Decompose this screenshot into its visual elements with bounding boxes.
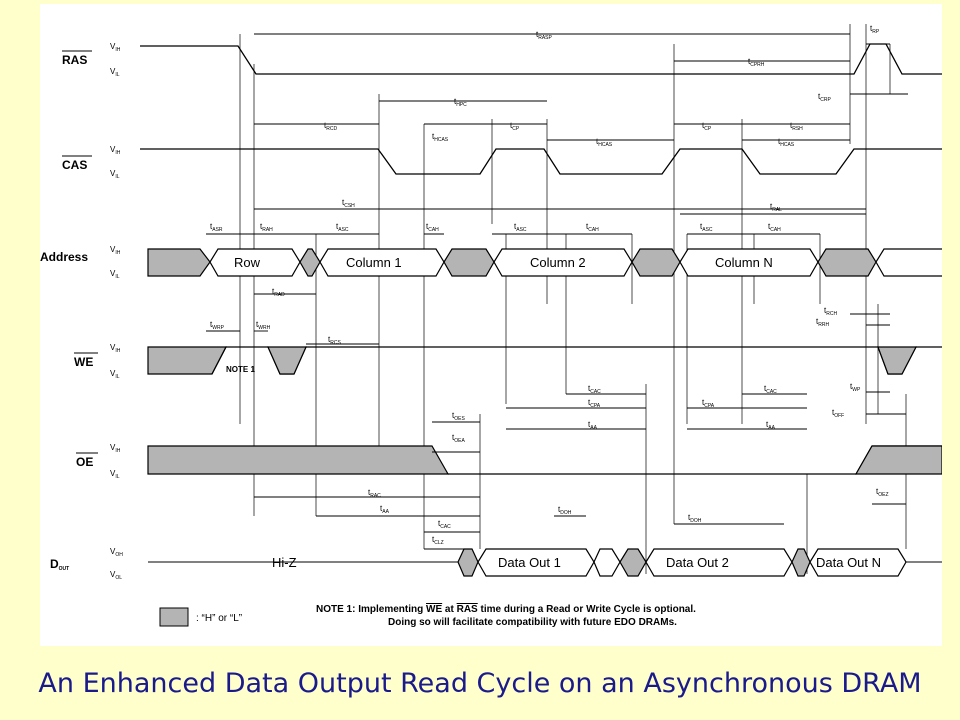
svg-text:tHCAS: tHCAS: [778, 137, 795, 148]
svg-text:tASC: tASC: [700, 222, 713, 233]
svg-text:VIL: VIL: [110, 169, 120, 180]
svg-text:tCPA: tCPA: [702, 398, 715, 409]
svg-text:tRCD: tRCD: [324, 121, 337, 132]
svg-text:VOL: VOL: [110, 570, 122, 581]
svg-text:tRCS: tRCS: [328, 335, 341, 346]
we-label: WE: [74, 355, 93, 369]
dataout2-label: Data Out 2: [666, 555, 729, 570]
svg-text:tRCH: tRCH: [824, 306, 837, 317]
svg-text:tHCAS: tHCAS: [432, 132, 449, 143]
reference-lines: [239, 24, 907, 574]
svg-text:VIH: VIH: [110, 343, 121, 354]
svg-text:tRSH: tRSH: [790, 121, 803, 132]
svg-text:tCSH: tCSH: [342, 198, 355, 209]
svg-text:tCAH: tCAH: [426, 222, 439, 233]
svg-text:tDOH: tDOH: [688, 513, 702, 524]
svg-text:tRAC: tRAC: [368, 488, 381, 499]
svg-text:tOFF: tOFF: [832, 408, 844, 419]
svg-text:tAA: tAA: [380, 504, 390, 515]
svg-text:VIL: VIL: [110, 369, 120, 380]
timing-diagram-panel: RAS CAS Address WE OE DOUT VIH VIL VIH V…: [40, 4, 942, 646]
svg-text:tAA: tAA: [588, 420, 598, 431]
note-line-1: NOTE 1: Implementing WE at RAS time duri…: [316, 604, 696, 615]
svg-text:tOES: tOES: [452, 411, 465, 422]
cas-waveform: [140, 148, 942, 175]
svg-text:tCAH: tCAH: [586, 222, 599, 233]
dataoutN-label: Data Out N: [816, 555, 881, 570]
svg-text:tHCAS: tHCAS: [596, 137, 613, 148]
dataout1-label: Data Out 1: [498, 555, 561, 570]
svg-text:tRAL: tRAL: [770, 202, 782, 213]
svg-text:tASC: tASC: [336, 222, 349, 233]
svg-text:tCAH: tCAH: [768, 222, 781, 233]
svg-text:tRP: tRP: [870, 24, 880, 35]
ras-label: RAS: [62, 53, 87, 67]
svg-text:tCP: tCP: [702, 121, 712, 132]
svg-text:tASC: tASC: [514, 222, 527, 233]
bus-labels: Row Column 1 Column 2 Column N Hi-Z Data…: [226, 255, 881, 570]
svg-text:tCAC: tCAC: [438, 519, 451, 530]
timing-diagram: RAS CAS Address WE OE DOUT VIH VIL VIH V…: [40, 24, 942, 628]
svg-text:tCPRH: tCPRH: [748, 57, 765, 68]
ras-waveform: [140, 43, 942, 75]
svg-text:VIH: VIH: [110, 42, 121, 53]
cas-label: CAS: [62, 158, 87, 172]
svg-text:tCPA: tCPA: [588, 398, 601, 409]
timing-arrows: [206, 33, 908, 550]
svg-text:tCP: tCP: [510, 121, 520, 132]
svg-text:tCRP: tCRP: [818, 92, 831, 103]
svg-text:tHPC: tHPC: [454, 97, 467, 108]
oe-label: OE: [76, 455, 93, 469]
svg-text:VIL: VIL: [110, 67, 120, 78]
dout-label: DOUT: [50, 557, 69, 572]
dout-bus: [148, 548, 942, 577]
address-label: Address: [40, 250, 88, 264]
svg-text:VIL: VIL: [110, 469, 120, 480]
column1-label: Column 1: [346, 255, 402, 270]
caption: An Enhanced Data Output Read Cycle on an…: [38, 668, 922, 699]
svg-text:tWRP: tWRP: [210, 320, 225, 331]
oe-waveform: [147, 445, 942, 475]
svg-text:tCAC: tCAC: [764, 384, 777, 395]
svg-text:tCLZ: tCLZ: [432, 535, 444, 546]
hiz-label: Hi-Z: [272, 555, 297, 570]
svg-text:tASR: tASR: [210, 222, 223, 233]
columnN-label: Column N: [715, 255, 773, 270]
svg-text:tDOH: tDOH: [558, 505, 572, 516]
svg-text:tWRH: tWRH: [256, 320, 271, 331]
address-bus: [147, 248, 942, 277]
column2-label: Column 2: [530, 255, 586, 270]
legend: : “H” or “L” NOTE 1: Implementing WE at …: [159, 604, 696, 628]
svg-text:tAA: tAA: [766, 420, 776, 431]
level-labels: VIH VIL VIH VIL VIH VIL VIH VIL VIH VIL …: [110, 42, 123, 581]
svg-text:tCAC: tCAC: [588, 384, 601, 395]
timing-labels: tRASP tRP tCPRH tCRP tHPC tRCD tHCAS tCP…: [210, 24, 889, 546]
svg-text:tRAH: tRAH: [260, 222, 273, 233]
svg-text:tWP: tWP: [850, 382, 861, 393]
row-label: Row: [234, 255, 261, 270]
svg-text:tRASP: tRASP: [536, 30, 553, 41]
signal-labels: RAS CAS Address WE OE DOUT: [40, 50, 98, 572]
legend-text: : “H” or “L”: [196, 613, 242, 624]
note1-marker: NOTE 1: [226, 365, 255, 374]
svg-text:VIH: VIH: [110, 245, 121, 256]
svg-text:VIL: VIL: [110, 269, 120, 280]
svg-text:VOH: VOH: [110, 547, 123, 558]
svg-text:tRRH: tRRH: [816, 317, 829, 328]
svg-text:tOEA: tOEA: [452, 433, 465, 444]
legend-swatch: [159, 607, 189, 627]
svg-text:tRAD: tRAD: [272, 287, 285, 298]
svg-text:VIH: VIH: [110, 145, 121, 156]
svg-text:tOEZ: tOEZ: [876, 487, 889, 498]
note-line-2: Doing so will facilitate compatibility w…: [388, 617, 677, 628]
svg-text:VIH: VIH: [110, 443, 121, 454]
we-waveform: [147, 346, 942, 375]
